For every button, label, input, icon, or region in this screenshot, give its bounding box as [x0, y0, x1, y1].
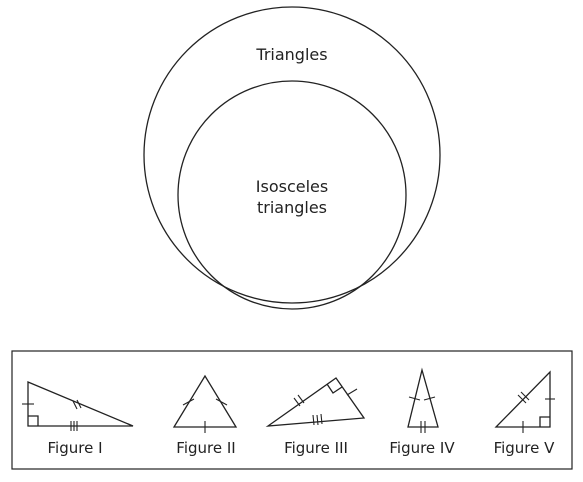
figures-frame — [11, 350, 573, 470]
figure-3-triangle — [265, 377, 366, 427]
figure-4-triangle — [407, 367, 439, 433]
triangles-circle — [143, 6, 441, 304]
venn-diagram: Triangles Isosceles triangles — [143, 6, 441, 310]
figures-panel: Figure I Figure II Figure III Figure IV … — [11, 350, 573, 470]
figure-5-triangle — [494, 370, 555, 433]
isosceles-label-line2: triangles — [257, 198, 327, 217]
triangles-label: Triangles — [255, 45, 327, 64]
isosceles-label-line1: Isosceles — [256, 177, 328, 196]
figure-5-label: Figure V — [494, 439, 556, 457]
figure-1-triangle — [22, 381, 134, 431]
figure-2-triangle — [172, 374, 238, 433]
isosceles-circle — [177, 80, 407, 310]
figure-1-label: Figure I — [48, 439, 103, 457]
figure-3-label: Figure III — [284, 439, 348, 457]
figure-2-label: Figure II — [176, 439, 235, 457]
figure-4-label: Figure IV — [389, 439, 455, 457]
